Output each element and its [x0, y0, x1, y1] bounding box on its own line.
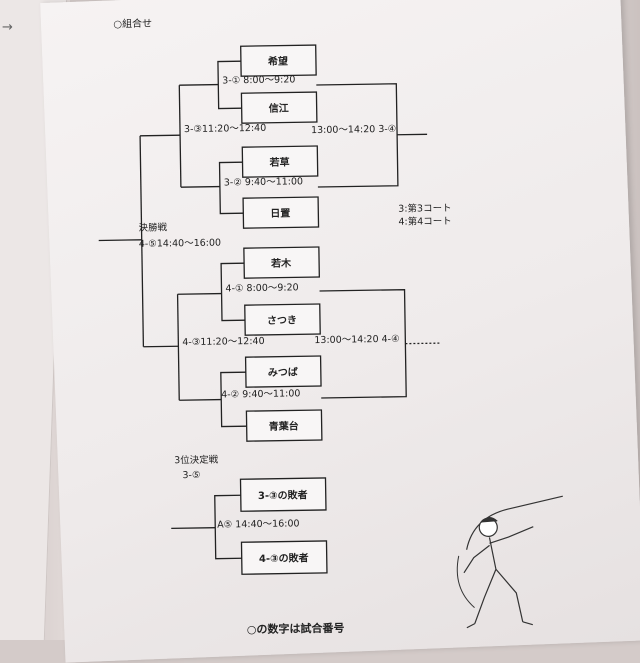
bracket-lines [98, 60, 428, 560]
team-name-2: 信江 [269, 101, 289, 114]
court-4-note: 4:第4コート [398, 215, 451, 228]
team-name-7: みつば [268, 365, 298, 378]
bracket-diagram: ○組合せ 希望 信江 若草 日置 若木 さつき みつば 青葉台 3-③の敗者 4… [98, 17, 563, 637]
third-place-team-a: 3-③の敗者 [258, 488, 308, 502]
match-3-1: 3-① 8:00～9:20 [222, 74, 295, 86]
team-name-1: 希望 [267, 54, 288, 67]
match-3-2: 3-② 9:40～11:00 [224, 176, 303, 188]
team-name-5: 若木 [270, 256, 292, 269]
third-place-time: A⑤ 14:40～16:00 [217, 518, 299, 530]
third-place-team-b: 4-③の敗者 [259, 551, 309, 565]
arrow-icon: → [2, 20, 13, 35]
match-4-4: 13:00～14:20 4-④ [314, 334, 399, 346]
baseball-batter-icon [456, 495, 563, 629]
match-4-3: 4-③11:20～12:40 [182, 336, 264, 348]
dashed-lines [405, 342, 441, 345]
team-name-6: さつき [267, 314, 297, 326]
third-place-title: 3位決定戦 [174, 454, 219, 467]
team-name-4: 日置 [270, 207, 290, 219]
third-place-match-no: 3-⑤ [182, 470, 200, 481]
match-4-1: 4-① 8:00～9:20 [225, 282, 298, 294]
final-label: 決勝戦 [138, 221, 167, 233]
team-name-8: 青葉台 [269, 419, 299, 432]
team-name-3: 若草 [268, 155, 289, 168]
final-time: 4-⑤14:40～16:00 [139, 238, 221, 250]
match-4-2: 4-② 9:40～11:00 [221, 388, 300, 400]
footer-note: ○の数字は試合番号 [247, 621, 345, 637]
match-3-3: 3-③11:20～12:40 [184, 123, 266, 135]
section-label: ○組合せ [113, 17, 152, 31]
court-3-note: 3:第3コート [398, 202, 451, 215]
match-3-4: 13:00～14:20 3-④ [311, 124, 396, 136]
